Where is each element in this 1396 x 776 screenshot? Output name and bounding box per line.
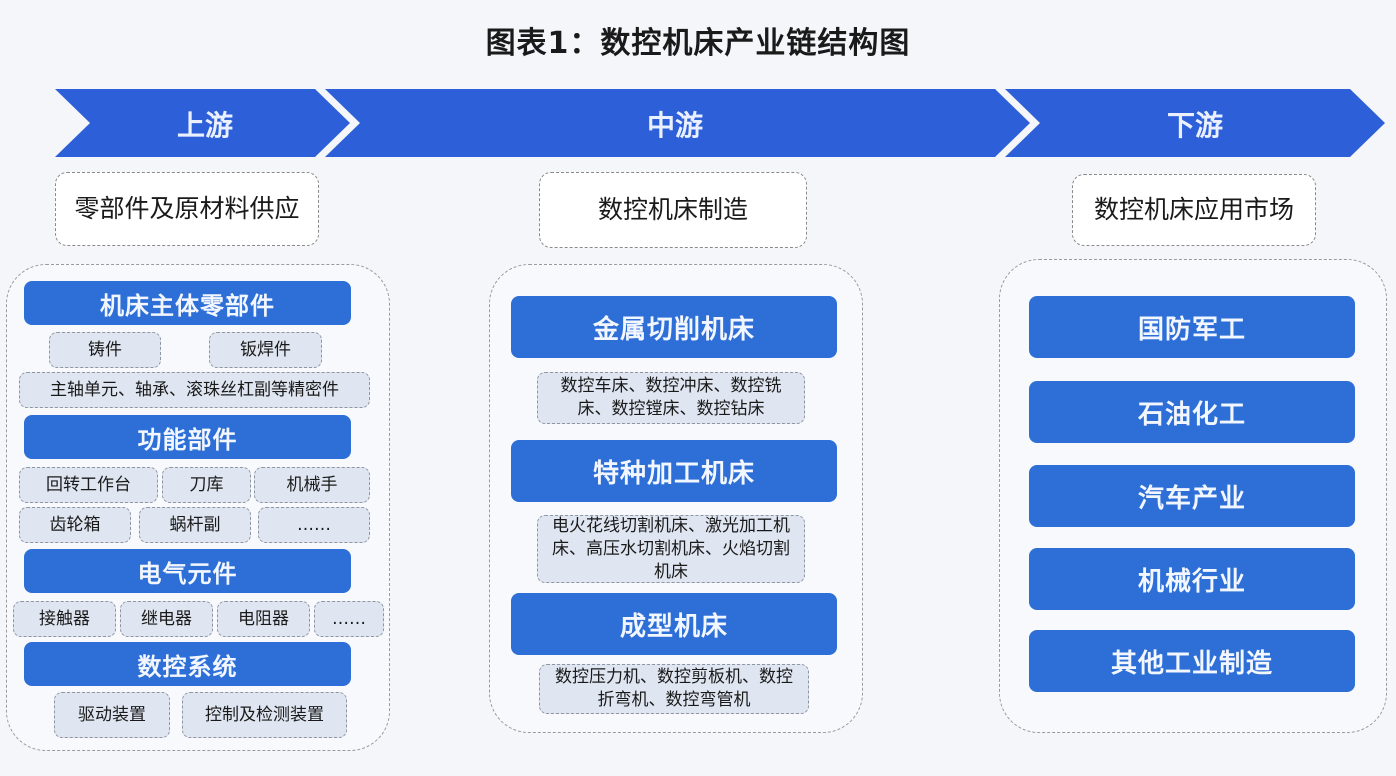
upstream-head-functional-parts: 功能部件 <box>24 415 351 459</box>
category-downstream: 数控机床应用市场 <box>1072 174 1316 246</box>
category-downstream-text: 数控机床应用市场 <box>1093 195 1294 224</box>
upstream-item-gearbox: 齿轮箱 <box>19 507 131 543</box>
upstream-item-castings: 铸件 <box>49 332 161 368</box>
midstream-desc-forming-text: 数控压力机、数控剪板机、数控折弯机、数控弯管机 <box>555 667 793 710</box>
upstream-head-electrical: 电气元件 <box>24 549 351 593</box>
midstream-desc-special-processing: 电火花线切割机床、激光加工机床、高压水切割机床、火焰切割机床 <box>537 515 805 583</box>
upstream-item-more-electrical: …… <box>314 601 384 637</box>
upstream-item-drive-device: 驱动装置 <box>54 692 170 738</box>
category-midstream-text: 数控机床制造 <box>597 195 748 224</box>
category-upstream: 零部件及原材料供应 <box>55 172 319 246</box>
midstream-head-forming: 成型机床 <box>511 593 837 655</box>
upstream-item-sheet-welded: 钣焊件 <box>209 332 322 368</box>
midstream-desc-forming: 数控压力机、数控剪板机、数控折弯机、数控弯管机 <box>539 664 809 714</box>
upstream-item-rotary-table: 回转工作台 <box>19 467 158 503</box>
upstream-item-worm-gear: 蜗杆副 <box>139 507 251 543</box>
midstream-desc-metal-cutting: 数控车床、数控冲床、数控铣床、数控镗床、数控钻床 <box>537 372 805 424</box>
upstream-item-relay: 继电器 <box>120 601 213 637</box>
midstream-desc-special-processing-text: 电火花线切割机床、激光加工机床、高压水切割机床、火焰切割机床 <box>552 515 790 582</box>
downstream-item-machinery: 机械行业 <box>1029 548 1355 610</box>
downstream-item-defense: 国防军工 <box>1029 296 1355 358</box>
arrow-upstream <box>55 89 350 157</box>
stage-label-downstream: 下游 <box>1166 109 1223 142</box>
category-upstream-text: 零部件及原材料供应 <box>74 194 300 223</box>
midstream-head-special-processing: 特种加工机床 <box>511 440 837 502</box>
diagram-title: 图表1：数控机床产业链结构图 <box>485 26 911 61</box>
arrow-downstream <box>1005 89 1385 157</box>
upstream-item-precision-parts: 主轴单元、轴承、滚珠丝杠副等精密件 <box>19 372 370 408</box>
upstream-item-manipulator: 机械手 <box>254 467 370 503</box>
upstream-item-more: …… <box>258 507 370 543</box>
upstream-item-control-detection: 控制及检测装置 <box>182 692 347 738</box>
midstream-head-metal-cutting: 金属切削机床 <box>511 296 837 358</box>
upstream-head-cnc-system: 数控系统 <box>24 642 351 686</box>
upstream-head-body-parts: 机床主体零部件 <box>24 281 351 325</box>
category-midstream: 数控机床制造 <box>539 172 807 248</box>
upstream-item-resistor: 电阻器 <box>217 601 310 637</box>
downstream-item-automotive: 汽车产业 <box>1029 465 1355 527</box>
upstream-item-contactor: 接触器 <box>13 601 116 637</box>
stage-label-midstream: 中游 <box>646 109 703 142</box>
stage-label-upstream: 上游 <box>176 109 233 142</box>
downstream-item-petrochemical: 石油化工 <box>1029 381 1355 443</box>
arrow-midstream <box>325 89 1030 157</box>
downstream-item-other-manufacturing: 其他工业制造 <box>1029 630 1355 692</box>
midstream-desc-metal-cutting-text: 数控车床、数控冲床、数控铣床、数控镗床、数控钻床 <box>560 376 782 419</box>
upstream-item-tool-magazine: 刀库 <box>162 467 251 503</box>
